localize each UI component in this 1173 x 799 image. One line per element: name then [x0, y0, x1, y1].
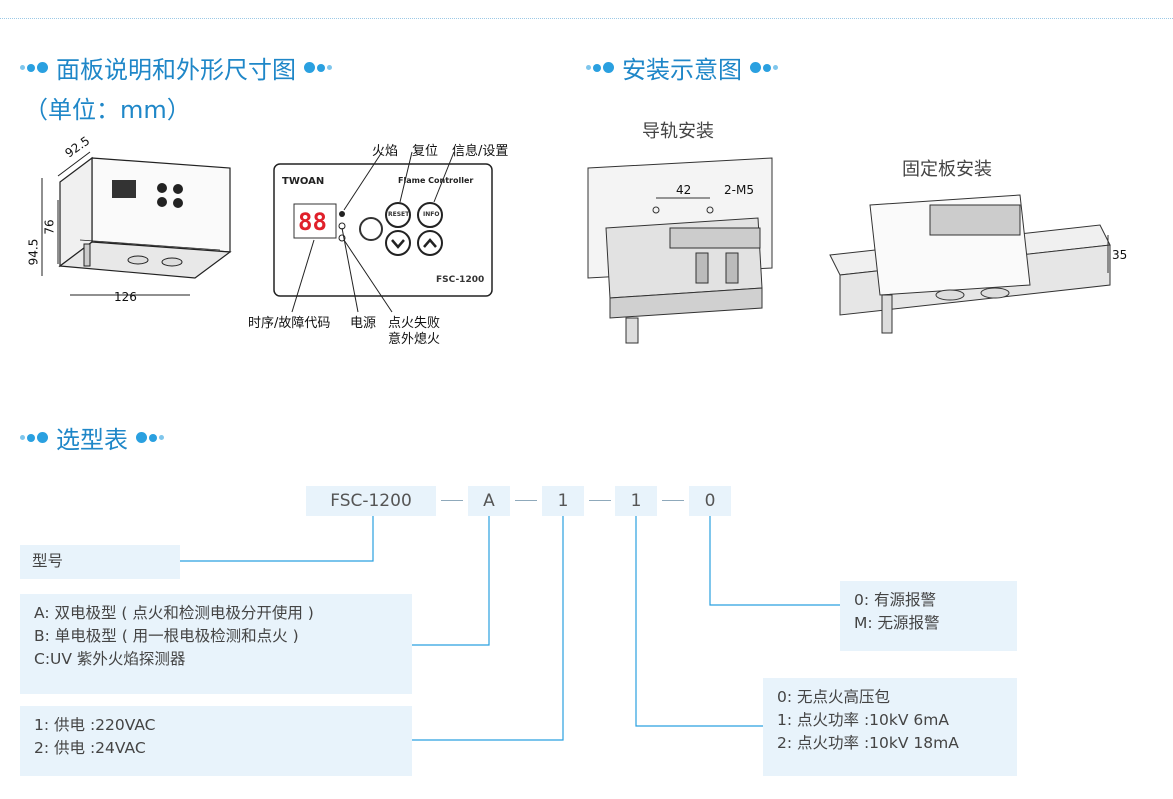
label-sequence-code: 时序/故障代码 [248, 316, 331, 331]
alarm-option-0: 0: 有源报警 [854, 591, 937, 609]
label-info-settings: 信息/设置 [452, 144, 509, 159]
electrode-option-a: A: 双电极型 ( 点火和检测电极分开使用 ) [34, 604, 314, 622]
rail-install-caption: 导轨安装 [642, 121, 714, 142]
code-dash [589, 500, 611, 501]
power-option-1: 1: 供电 :220VAC [34, 716, 156, 734]
top-dotted-divider [0, 18, 1173, 19]
front-panel-drawing [273, 151, 493, 313]
label-flame: 火焰 [372, 144, 399, 159]
code-alarm: 0 [689, 486, 731, 516]
rail-dim-42: 42 [676, 183, 692, 197]
power-options-box: 1: 供电 :220VAC 2: 供电 :24VAC [20, 706, 412, 776]
panel-display: 88 [298, 208, 327, 236]
code-model: FSC-1200 [306, 486, 436, 516]
code-ignition: 1 [615, 486, 657, 516]
title-decoration-right-icon [750, 62, 778, 73]
panel-unit: （单位：mm） [24, 96, 191, 124]
panel-device-name: Flame Controller [398, 176, 474, 185]
label-power: 电源 [350, 316, 377, 331]
label-ignition-fail: 点火失败 [388, 316, 441, 331]
code-dash [441, 500, 463, 501]
plate-dim-35: 35 [1112, 248, 1128, 262]
electrode-options-box: A: 双电极型 ( 点火和检测电极分开使用 ) B: 单电极型 ( 用一根电极检… [20, 594, 412, 694]
rail-dim-screw: 2-M5 [724, 183, 754, 197]
title-decoration-left-icon [20, 62, 48, 73]
title-decoration-left-icon [20, 432, 48, 443]
electrode-option-b: B: 单电极型 ( 用一根电极检测和点火 ) [34, 627, 299, 645]
plate-install-caption: 固定板安装 [902, 159, 992, 180]
code-dash [515, 500, 537, 501]
rail-install-drawing [587, 157, 773, 344]
title-decoration-right-icon [136, 432, 164, 443]
selection-title-text: 选型表 [56, 426, 128, 454]
power-option-2: 2: 供电 :24VAC [34, 739, 146, 757]
title-decoration-left-icon [586, 62, 614, 73]
plate-install-drawing [829, 194, 1111, 334]
install-title-text: 安装示意图 [622, 56, 742, 84]
alarm-option-m: M: 无源报警 [854, 614, 940, 632]
alarm-options-box: 0: 有源报警 M: 无源报警 [840, 581, 1017, 651]
selection-section-title: 选型表 [20, 420, 164, 455]
model-label: 型号 [32, 552, 64, 570]
model-label-box: 型号 [20, 545, 180, 579]
ignition-option-1: 1: 点火功率 :10kV 6mA [777, 711, 949, 729]
panel-brand: TWOAN [282, 176, 325, 187]
install-section-title: 安装示意图 [586, 50, 778, 85]
panel-section-title: 面板说明和外形尺寸图 [20, 50, 332, 85]
panel-title-text: 面板说明和外形尺寸图 [56, 56, 296, 84]
panel-model: FSC-1200 [436, 275, 485, 285]
ignition-option-2: 2: 点火功率 :10kV 18mA [777, 734, 959, 752]
code-electrode: A [468, 486, 510, 516]
ignition-options-box: 0: 无点火高压包 1: 点火功率 :10kV 6mA 2: 点火功率 :10k… [763, 678, 1017, 776]
label-flame-out: 意外熄火 [388, 332, 441, 347]
info-button: INFO [423, 211, 440, 218]
label-reset: 复位 [412, 144, 439, 159]
reset-button: RESET [388, 211, 410, 218]
ignition-option-0: 0: 无点火高压包 [777, 688, 891, 706]
code-dash [662, 500, 684, 501]
electrode-option-c: C:UV 紫外火焰探测器 [34, 650, 186, 668]
code-power: 1 [542, 486, 584, 516]
device-iso-drawing [41, 151, 232, 296]
dim-length: 126 [114, 290, 137, 304]
title-decoration-right-icon [304, 62, 332, 73]
